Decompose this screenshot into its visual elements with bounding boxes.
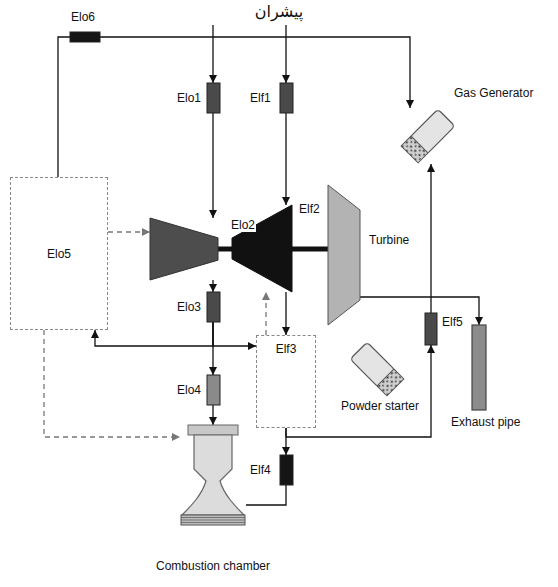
combustion-chamber: Combustion chamber bbox=[180, 425, 246, 525]
fuel-inlet bbox=[285, 25, 286, 83]
valve-element: Elf1 bbox=[280, 83, 293, 113]
exhaust-pipe: Exhaust pipe bbox=[472, 325, 486, 410]
valve-element: Elo4 bbox=[207, 375, 220, 405]
flow-line bbox=[218, 247, 232, 252]
gas-generator: Gas Generator bbox=[395, 108, 461, 164]
control-link bbox=[44, 330, 180, 437]
flow-line bbox=[430, 164, 431, 313]
chamber-symbol bbox=[181, 425, 245, 525]
valve-element: Elo1 bbox=[207, 83, 220, 113]
component-label: Combustion chamber bbox=[155, 559, 271, 573]
cylinder-symbol bbox=[401, 109, 455, 163]
shape-outline bbox=[280, 455, 293, 485]
powder-starter: Powder starter bbox=[352, 345, 402, 393]
component-label: Gas Generator bbox=[453, 86, 534, 100]
component-label: Elo4 bbox=[176, 383, 202, 397]
flow-line bbox=[213, 322, 256, 346]
flow-line bbox=[58, 37, 70, 177]
flow-line bbox=[212, 113, 213, 218]
shape-outline bbox=[207, 292, 220, 322]
flow-line bbox=[285, 113, 286, 205]
component-label: Elf2 bbox=[298, 202, 321, 216]
flow-line bbox=[285, 292, 286, 335]
valve-symbol bbox=[207, 292, 220, 322]
flow-line bbox=[212, 280, 213, 292]
valve-symbol bbox=[280, 83, 293, 113]
component-label: Elo2 bbox=[230, 218, 256, 232]
flow-line bbox=[292, 247, 328, 252]
component-label: Elf4 bbox=[249, 463, 272, 477]
turbine: Turbine bbox=[328, 185, 360, 325]
valve-element: Elo3 bbox=[207, 292, 220, 322]
component-label: Exhaust pipe bbox=[450, 415, 521, 429]
pump-symbol bbox=[150, 218, 218, 280]
valve-symbol bbox=[207, 375, 220, 405]
shape-outline bbox=[472, 325, 486, 410]
cylinder-symbol bbox=[350, 342, 404, 396]
flow-line bbox=[100, 37, 410, 108]
shape-outline bbox=[352, 345, 402, 393]
turbine-symbol bbox=[328, 185, 360, 325]
control-link bbox=[108, 231, 150, 232]
component-label: Elf1 bbox=[249, 91, 272, 105]
flow-line bbox=[95, 322, 213, 346]
component-label: Elo5 bbox=[46, 247, 72, 261]
valve-symbol bbox=[70, 32, 100, 42]
shape-outline bbox=[328, 185, 360, 325]
control-block: Elo5 bbox=[10, 177, 108, 330]
valve-element: Elf5 bbox=[425, 313, 437, 345]
shape-outline bbox=[207, 83, 220, 113]
shape-outline bbox=[425, 313, 437, 345]
component-label: Elo6 bbox=[70, 10, 96, 24]
flow-line bbox=[246, 485, 286, 505]
valve-element: Elo6 bbox=[70, 32, 100, 42]
component-label: Elf5 bbox=[441, 315, 464, 329]
shape-outline bbox=[70, 32, 100, 42]
valve-element: Elf4 bbox=[280, 455, 293, 485]
shape-outline bbox=[280, 83, 293, 113]
shape-outline bbox=[395, 108, 461, 164]
valve-symbol bbox=[280, 455, 293, 485]
valve-symbol bbox=[425, 313, 437, 345]
pump-symbol bbox=[232, 205, 292, 292]
shape-outline bbox=[207, 375, 220, 405]
pipe-symbol bbox=[472, 325, 486, 410]
component-label: Elf3 bbox=[275, 342, 298, 356]
oxidizer-inlet bbox=[212, 25, 213, 83]
oxidizer-pump: Elo2 bbox=[150, 218, 218, 280]
flow-line bbox=[212, 405, 213, 425]
component-label: Powder starter bbox=[340, 399, 420, 413]
shape-outline bbox=[180, 425, 246, 525]
component-label: Elo1 bbox=[176, 91, 202, 105]
valve-symbol bbox=[207, 83, 220, 113]
control-link bbox=[265, 292, 266, 335]
diagram-title: پیشران bbox=[255, 2, 304, 21]
shape-outline bbox=[150, 218, 218, 280]
component-label: Turbine bbox=[368, 233, 410, 247]
control-block: Elf3 bbox=[256, 335, 316, 428]
component-label: Elo3 bbox=[176, 300, 202, 314]
